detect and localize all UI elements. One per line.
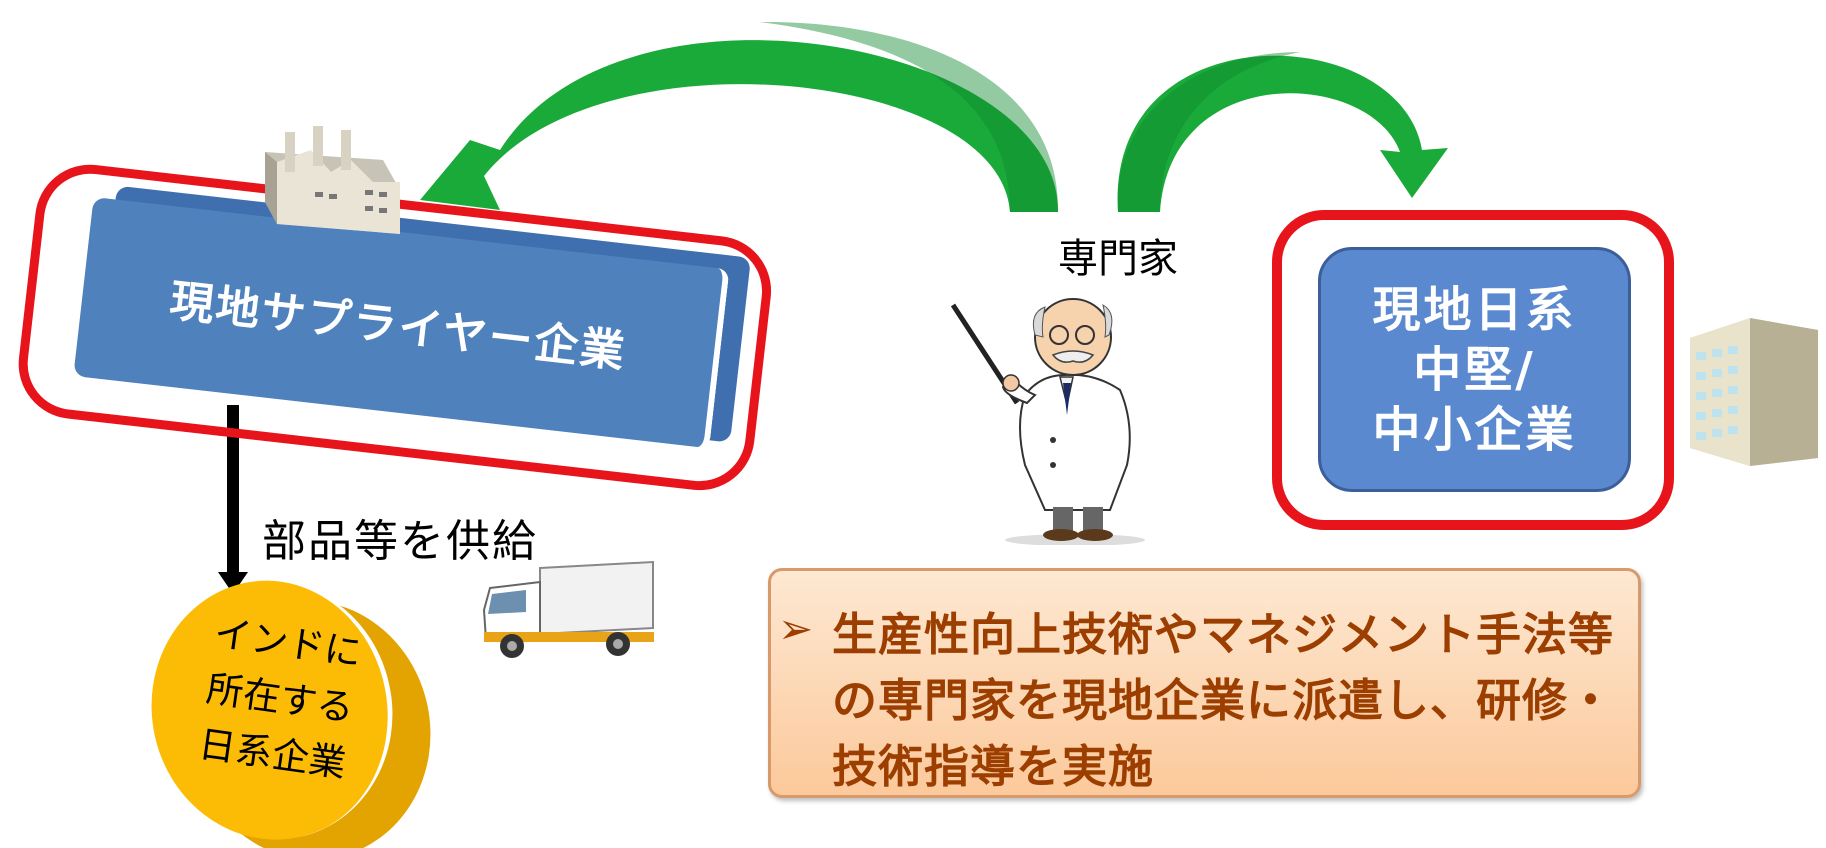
- sme-label-line: 中小企業: [1372, 401, 1577, 458]
- delivery-truck-icon: [482, 560, 654, 658]
- sme-box: 現地日系 中堅/ 中小企業: [1318, 247, 1631, 492]
- bullet-arrow-icon: ➢: [778, 604, 814, 653]
- sme-highlight-frame: [1272, 210, 1674, 530]
- supplier-label: 現地サプライヤー企業: [167, 275, 629, 379]
- office-building-icon: [1690, 318, 1818, 466]
- india-companies-label: インドに 所在する 日系企業: [159, 601, 400, 798]
- curved-arrow-icon: [1117, 55, 1448, 212]
- description-line: 技術指導を実施: [832, 740, 1155, 793]
- factory-icon: [265, 126, 400, 234]
- description-line: の専門家を現地企業に派遣し、研修・: [832, 674, 1615, 727]
- sme-label-line: 中堅/: [1413, 341, 1536, 398]
- professor-icon: [950, 298, 1145, 545]
- description-box: [768, 568, 1641, 798]
- curved-arrow-icon: [420, 40, 1059, 212]
- sme-label-line: 現地日系: [1372, 281, 1577, 338]
- description-line: 生産性向上技術やマネジメント手法等: [832, 608, 1615, 661]
- expert-label: 専門家: [1058, 236, 1178, 282]
- supply-label: 部品等を供給: [262, 516, 538, 567]
